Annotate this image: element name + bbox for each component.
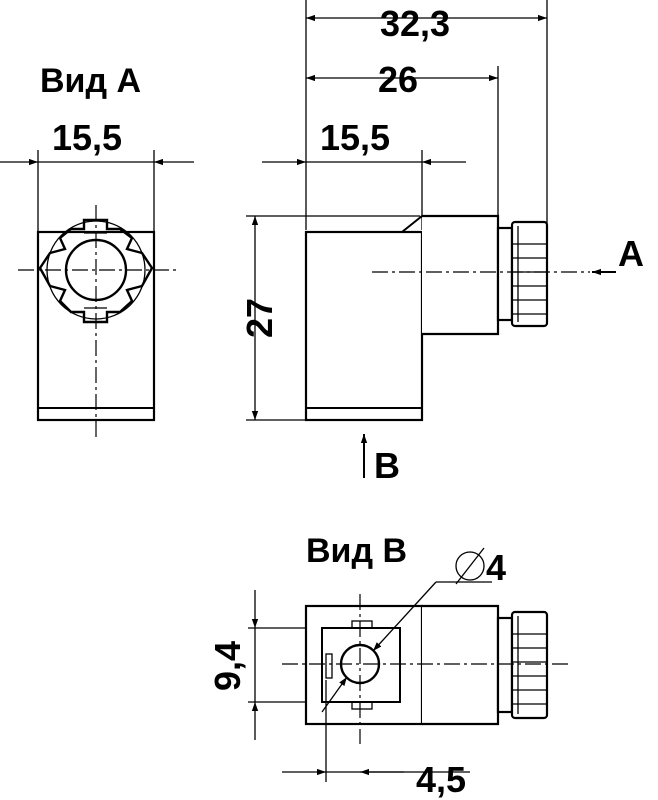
view-arrow-a: А [592, 233, 644, 276]
dim-front-width-label: 15,5 [52, 117, 122, 158]
dim-body-length-label: 26 [378, 59, 418, 100]
dim-hole-diameter: 4 [321, 547, 506, 713]
dim-front-width: 15,5 [0, 117, 194, 232]
dim-body-length: 26 [306, 59, 499, 216]
dim-bottom-height-label: 9,4 [207, 641, 248, 691]
view-a-title: Вид А [40, 62, 141, 100]
view-arrow-b: В [360, 434, 400, 486]
side-housing [304, 214, 549, 422]
dim-height: 27 [239, 215, 420, 421]
dim-bottom-offset: 4,5 [282, 680, 470, 800]
dim-bottom-offset-label: 4,5 [416, 759, 466, 800]
bottom-housing [304, 604, 549, 726]
view-b: Вид В 9,4 [207, 532, 570, 800]
side-view: 32,3 26 15,5 27 [239, 0, 644, 486]
dim-height-label: 27 [239, 298, 280, 338]
view-arrow-b-label: В [374, 445, 400, 486]
dim-overall-length-label: 32,3 [380, 3, 450, 44]
view-a: Вид А 15,5 [0, 62, 194, 438]
dim-overall-length: 32,3 [305, 0, 548, 230]
diameter-symbol-icon [455, 551, 485, 581]
dim-housing-width-label: 15,5 [320, 117, 390, 158]
dim-bottom-height: 9,4 [207, 590, 306, 740]
view-arrow-a-label: А [618, 233, 644, 274]
dim-hole-diameter-label: 4 [486, 547, 506, 588]
dim-housing-width: 15,5 [262, 117, 466, 230]
view-b-title: Вид В [306, 532, 407, 570]
